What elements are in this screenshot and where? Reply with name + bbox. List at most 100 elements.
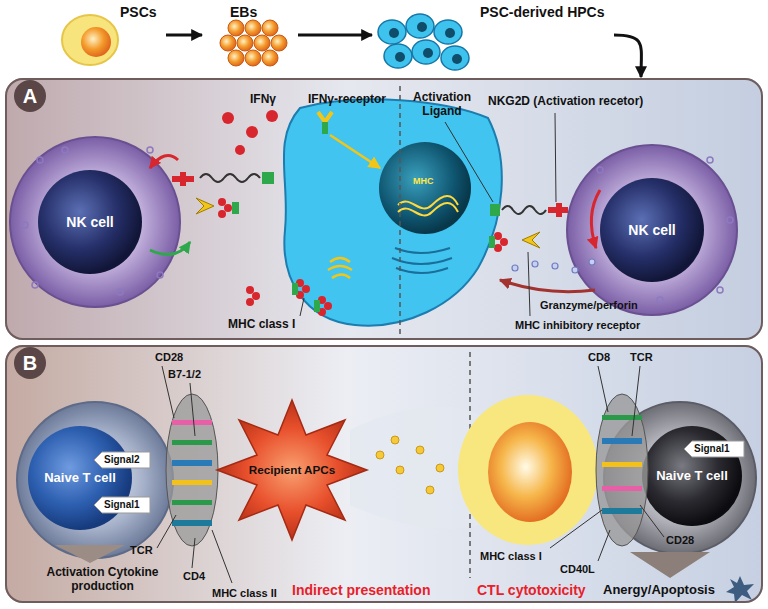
outcome-label: Anergy/Apoptosis (603, 583, 715, 598)
ifn-gamma (222, 110, 278, 155)
embryoid-body (228, 50, 244, 66)
receptor-pair (490, 204, 500, 216)
mhc-molecule (324, 302, 332, 310)
nk-cell (657, 297, 663, 303)
psc-cell (62, 15, 118, 65)
nk-cell (32, 282, 38, 288)
embryoid-body (237, 35, 253, 51)
hpc-cluster (452, 54, 462, 64)
nk-cell (157, 272, 163, 278)
panel-letter: B (14, 351, 46, 375)
signal-label: Signal1 (104, 499, 140, 511)
mhc-molecule (246, 298, 254, 306)
psc-cell (62, 15, 118, 65)
t-cell (684, 441, 744, 457)
receptor-pair (502, 206, 546, 214)
stage-node: PSC-derived HPCs (375, 4, 611, 66)
mhc-molecule (218, 198, 508, 316)
panel-badge (14, 80, 46, 112)
embryoid-body (254, 35, 270, 51)
leader-line (528, 252, 530, 316)
outcome-label: Activation Cytokine production (40, 566, 165, 594)
synapse (602, 462, 642, 467)
synapse (602, 486, 642, 491)
cell-nucleus: Naive T cell (642, 426, 742, 526)
embryoid-body (271, 35, 287, 51)
granule (512, 259, 595, 273)
mhc-molecule (252, 292, 260, 300)
cell-nucleus: NK cell (600, 178, 704, 282)
ifn-receptor (322, 122, 328, 134)
mhc-molecule (302, 285, 310, 293)
synapse (172, 460, 212, 466)
apc-cell (217, 400, 367, 540)
nk-cell (727, 217, 733, 223)
mhc-molecule (494, 244, 502, 252)
ifn-gamma (235, 145, 245, 155)
cell-name: Recipient APCs (249, 463, 336, 476)
peptide (376, 436, 444, 494)
stem-cell (379, 142, 471, 234)
outcome-arrow (55, 545, 125, 563)
nk-cell (38, 170, 142, 274)
mhc-molecule (218, 198, 226, 206)
t-cell (94, 452, 150, 468)
nk-cell (591, 190, 600, 248)
receptor-label: MHC inhibitory receptor (515, 319, 640, 332)
nk-cell (150, 242, 190, 255)
nk-cell (62, 147, 68, 153)
hpc-cell (458, 395, 598, 545)
peptide (436, 464, 444, 472)
cytokine-label: IFNγ (250, 93, 276, 107)
synapse (602, 438, 642, 444)
stem-cell (332, 275, 350, 279)
synapse (602, 415, 642, 420)
t-cell (17, 402, 173, 558)
peptide (426, 486, 434, 494)
leader-line (157, 366, 664, 583)
molecule-label: MHC class I (228, 318, 295, 332)
hpc-cluster (395, 52, 405, 62)
hpc-cell (488, 422, 572, 522)
mhc-molecule (500, 238, 508, 246)
cell-name: Naive T cell (44, 471, 116, 486)
stage-node: EBs (205, 4, 295, 66)
mechanism-label: Indirect presentation (292, 582, 430, 598)
nk-cell (10, 137, 190, 307)
nk-cell (22, 222, 28, 228)
embryoid-body (228, 20, 244, 36)
flow-arrow (298, 34, 372, 37)
ifn-gamma (246, 126, 258, 138)
peptide (396, 466, 404, 474)
granule-label: Granzyme/perforin (540, 299, 638, 312)
panel-ground (5, 78, 763, 340)
molecule-label: MHC class I (480, 550, 542, 563)
leader-line (192, 538, 195, 568)
granule (589, 259, 595, 265)
leader-line (640, 505, 664, 537)
receptor-label: TCR (130, 544, 153, 557)
stem-cell (398, 203, 458, 215)
synapse (172, 500, 212, 505)
nk-cell (600, 178, 704, 282)
leader-line (632, 366, 640, 436)
nk-cell (10, 137, 180, 307)
receptor-pair (200, 174, 260, 182)
receptor-pair (180, 172, 186, 186)
psc-cell (81, 27, 111, 57)
mhc-molecule (218, 210, 226, 218)
nk-cell (597, 157, 733, 303)
panel-ground (5, 345, 763, 603)
leader-line (212, 530, 232, 583)
granule (572, 267, 578, 273)
panel: ANK cellNK cellIFNγIFNγ-receptorActivati… (5, 78, 763, 340)
hpc-cluster (389, 22, 462, 64)
flow-arrow (166, 34, 202, 37)
hpc-cluster (389, 28, 399, 38)
hpc-cluster (412, 40, 440, 64)
nk-cell (147, 147, 153, 153)
cell-nucleus: NK cell (38, 170, 142, 274)
synapse (596, 394, 648, 546)
mhc-molecule (224, 204, 232, 212)
